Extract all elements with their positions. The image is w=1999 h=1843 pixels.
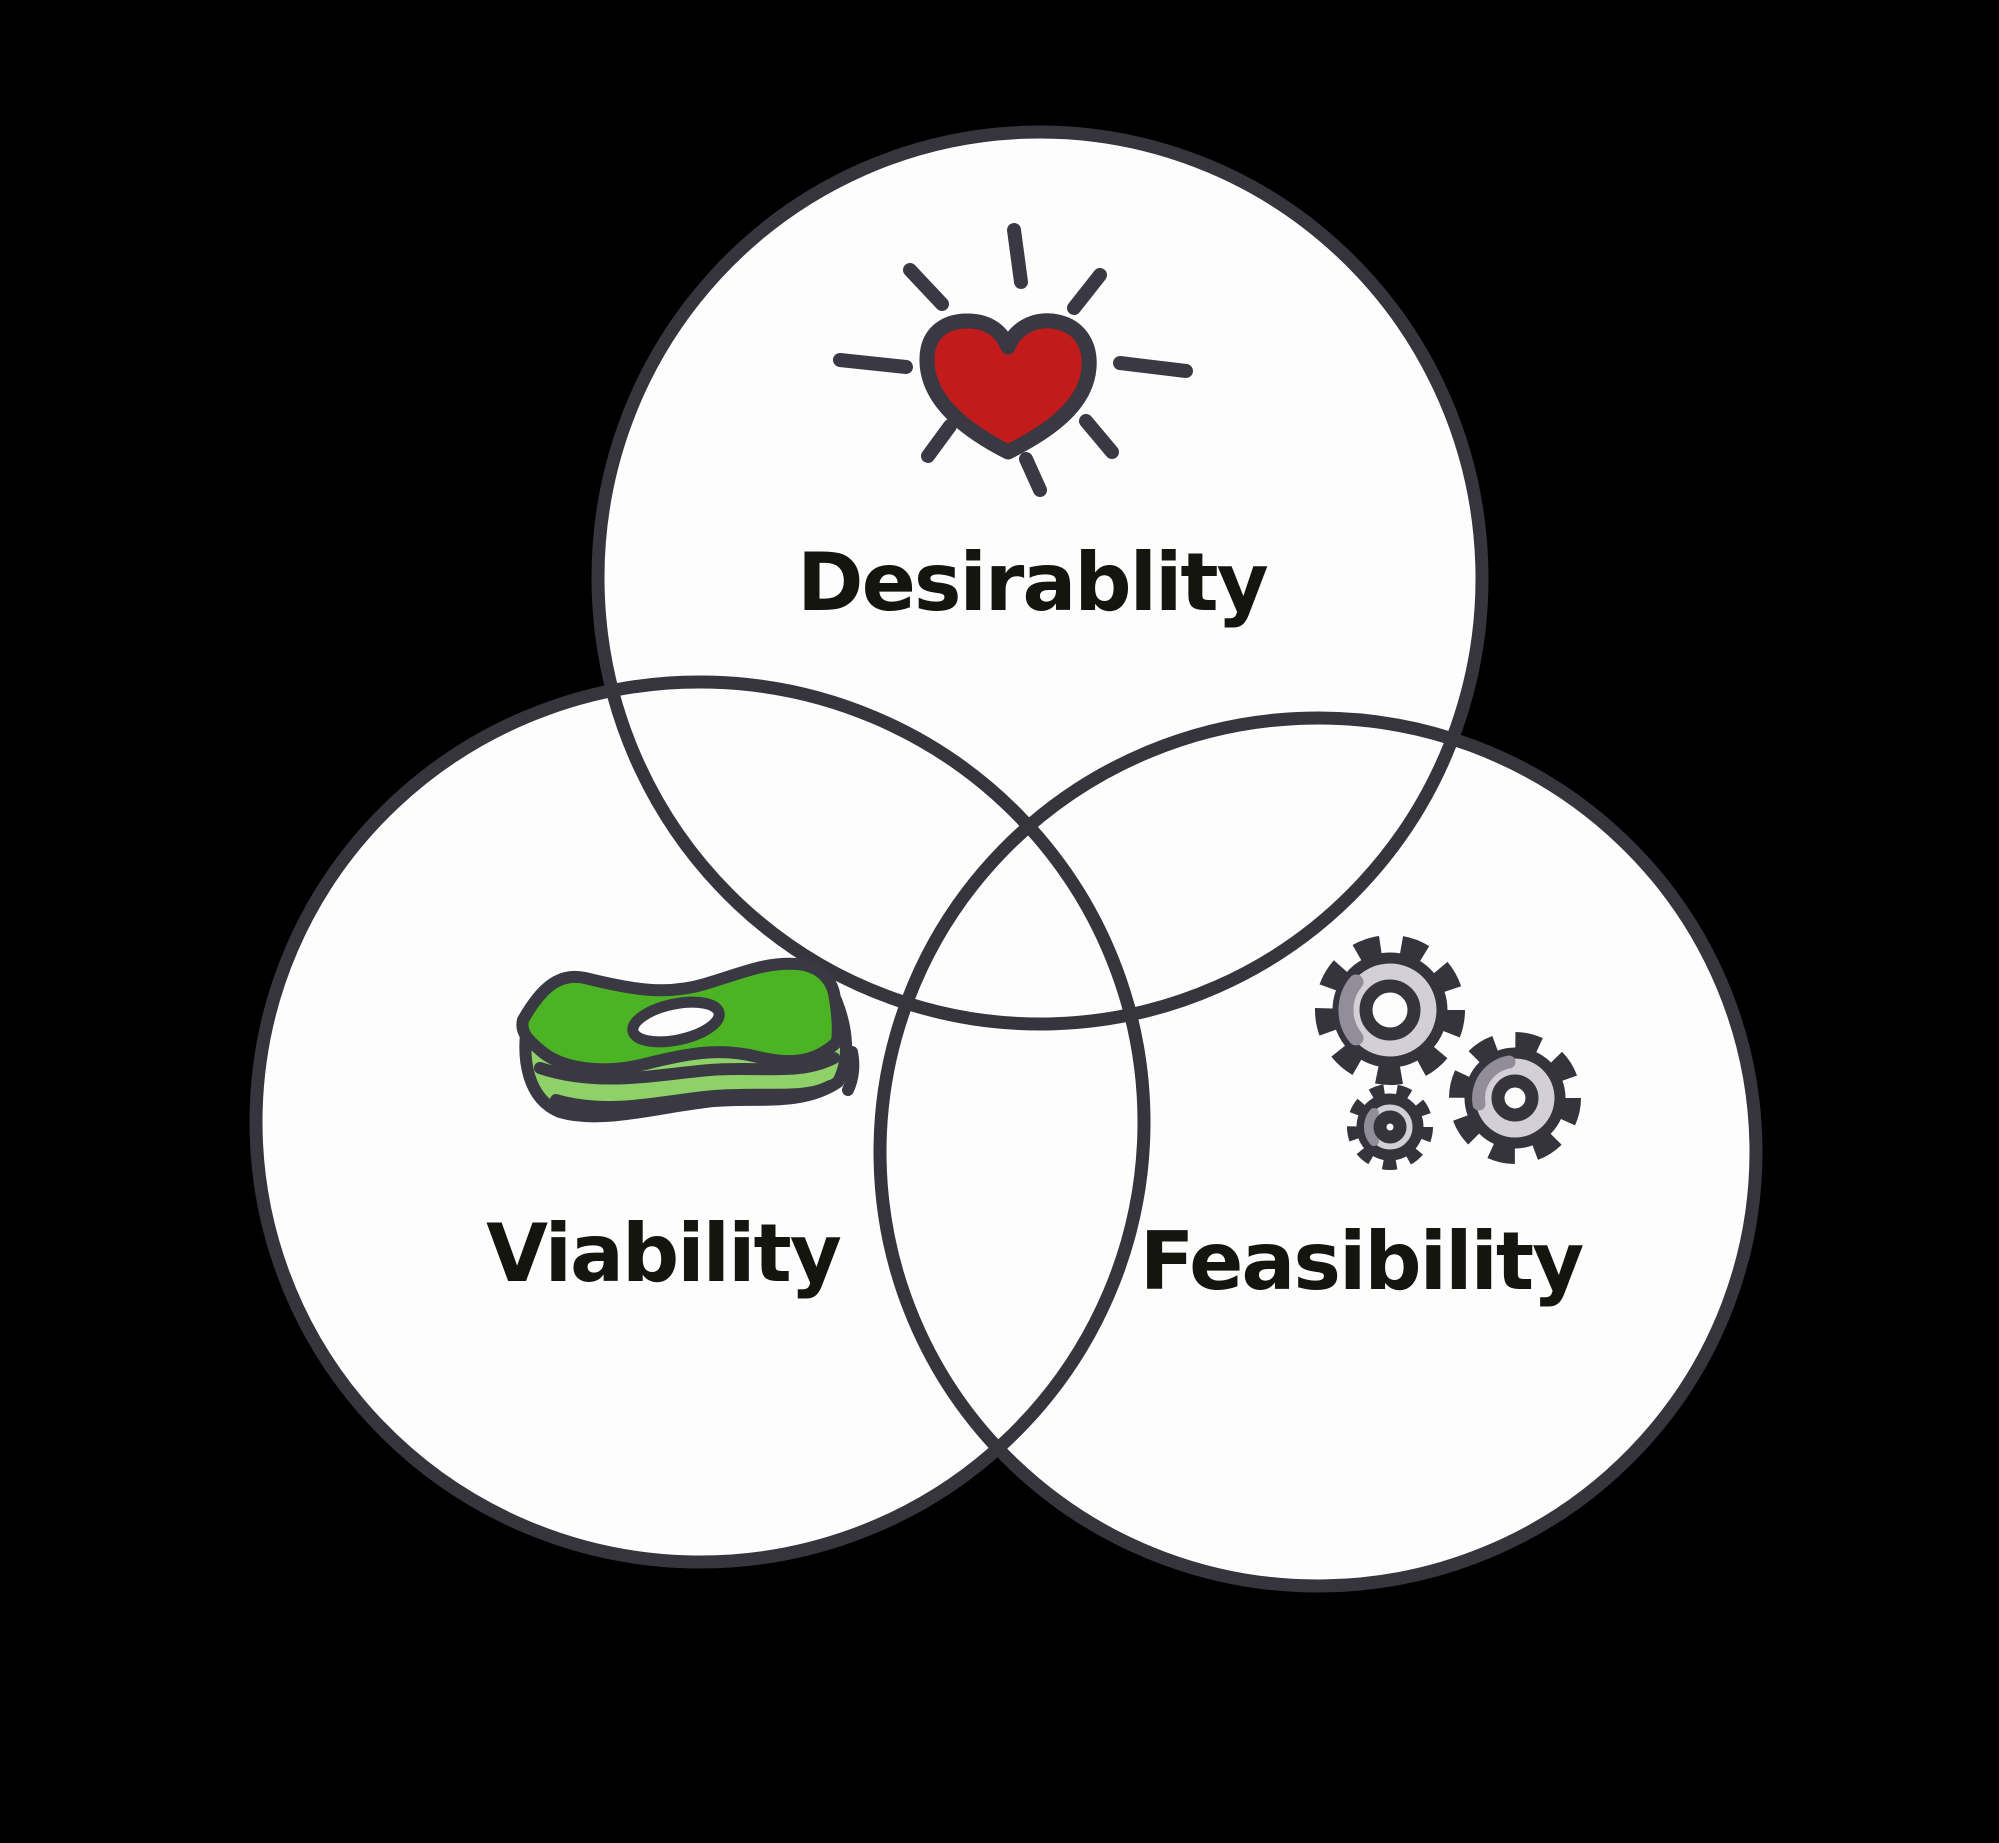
label-viability: Viability: [486, 1207, 841, 1300]
label-desirability: Desirablity: [797, 536, 1267, 629]
money-right-dash: [842, 1046, 860, 1096]
heart-icon: [833, 223, 1193, 497]
money-bill-edge-line: [550, 1080, 836, 1113]
money-icon: [516, 957, 860, 1123]
gears-icon: [1315, 935, 1581, 1170]
circle-outline-desirability: [591, 125, 1489, 1031]
gear-small: [1347, 1084, 1433, 1170]
gear-medium: [1449, 1032, 1581, 1164]
circle-outline-feasibility: [873, 711, 1763, 1593]
money-oval: [627, 996, 725, 1048]
venn-circle-outlines: [249, 125, 1763, 1593]
money-bill-edge-line: [534, 1052, 840, 1085]
heart-shape: [919, 313, 1097, 460]
label-feasibility: Feasibility: [1140, 1215, 1583, 1308]
circle-outline-viability: [249, 675, 1151, 1569]
gear-large: [1315, 935, 1465, 1085]
heart-rays: [833, 223, 1193, 497]
